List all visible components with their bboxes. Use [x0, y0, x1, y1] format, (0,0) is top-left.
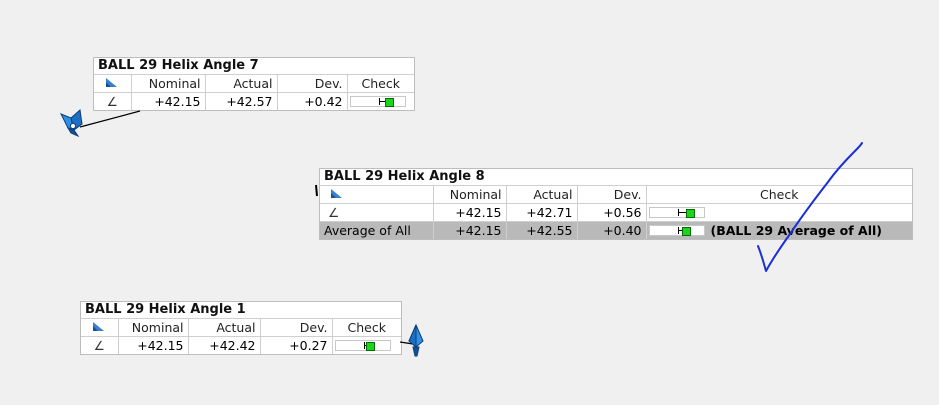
leader-line [79, 110, 141, 128]
panel-title: BALL 29 Helix Angle 8 [320, 169, 912, 186]
dev-value: +0.27 [260, 336, 333, 354]
nominal-header: Nominal [131, 75, 206, 93]
nominal-value: +42.15 [433, 203, 507, 222]
tolerance-bar [648, 207, 705, 218]
table-header-row: Nominal Actual Dev. Check [320, 186, 912, 204]
angle-symbol-icon: ∠ [81, 336, 119, 354]
average-dev-value: +0.40 [577, 221, 647, 239]
leader-tick [315, 184, 318, 197]
check-cell [332, 337, 401, 355]
panel-title: BALL 29 Helix Angle 7 [94, 58, 414, 75]
dev-header: Dev. [277, 75, 348, 93]
dimension-table: Nominal Actual Dev. Check ∠ +42.15 +42.4… [81, 319, 401, 354]
angle-dimension-icon [320, 186, 434, 204]
actual-value: +42.71 [506, 203, 578, 222]
nominal-header: Nominal [433, 186, 507, 204]
average-actual-value: +42.55 [506, 221, 578, 239]
average-row: Average of All +42.15 +42.55 +0.40 (BALL… [320, 221, 912, 239]
average-feature-name: (BALL 29 Average of All) [710, 223, 883, 238]
table-header-row: Nominal Actual Dev. Check [81, 319, 401, 337]
average-check-cell: (BALL 29 Average of All) [646, 221, 912, 239]
leader-line [399, 341, 414, 345]
average-tolerance-bar [648, 225, 705, 236]
angle-symbol-icon: ∠ [320, 203, 434, 222]
check-cell [347, 93, 414, 111]
dev-header: Dev. [577, 186, 647, 204]
dev-value: +0.56 [577, 203, 647, 222]
angle-dimension-icon [81, 319, 119, 337]
actual-header: Actual [188, 319, 261, 337]
actual-header: Actual [506, 186, 578, 204]
probe-arrow-icon[interactable] [58, 108, 90, 140]
actual-value: +42.57 [205, 92, 278, 110]
nominal-value: +42.15 [131, 92, 206, 110]
dev-value: +0.42 [277, 92, 348, 110]
check-cell [646, 203, 912, 222]
nominal-header: Nominal [118, 319, 189, 337]
dev-header: Dev. [260, 319, 333, 337]
probe-arrow-icon[interactable] [405, 323, 427, 359]
check-header: Check [332, 319, 401, 337]
tolerance-bar [349, 96, 406, 107]
average-nominal-value: +42.15 [433, 221, 507, 239]
table-row: ∠ +42.15 +42.57 +0.42 [94, 92, 414, 111]
table-row: ∠ +42.15 +42.42 +0.27 [81, 336, 401, 355]
report-panel-helix-angle-8[interactable]: BALL 29 Helix Angle 8 Nominal Actual Dev… [319, 168, 913, 240]
angle-symbol-icon: ∠ [94, 92, 132, 110]
nominal-value: +42.15 [118, 336, 189, 354]
check-header: Check [646, 186, 912, 204]
tolerance-bar [334, 340, 391, 351]
pen-checkmark-annotation [757, 142, 863, 272]
table-header-row: Nominal Actual Dev. Check [94, 75, 414, 93]
actual-header: Actual [205, 75, 278, 93]
report-panel-helix-angle-1[interactable]: BALL 29 Helix Angle 1 Nominal Actual Dev… [80, 301, 402, 355]
dimension-table: Nominal Actual Dev. Check ∠ +42.15 +42.7… [320, 186, 912, 239]
table-row: ∠ +42.15 +42.71 +0.56 [320, 203, 912, 222]
panel-title: BALL 29 Helix Angle 1 [81, 302, 401, 319]
check-header: Check [347, 75, 414, 93]
angle-dimension-icon [94, 75, 132, 93]
dimension-table: Nominal Actual Dev. Check ∠ +42.15 +42.5… [94, 75, 414, 110]
average-label: Average of All [320, 221, 434, 239]
actual-value: +42.42 [188, 336, 261, 354]
report-panel-helix-angle-7[interactable]: BALL 29 Helix Angle 7 Nominal Actual Dev… [93, 57, 415, 111]
